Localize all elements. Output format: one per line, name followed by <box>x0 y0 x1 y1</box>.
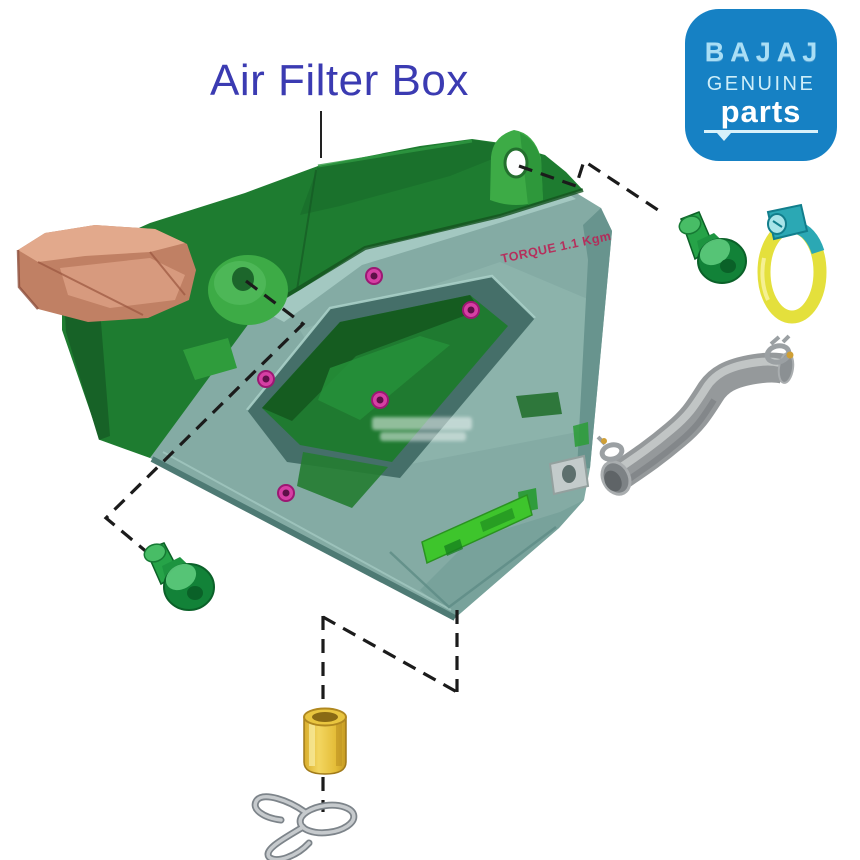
bajaj-logo: BAJAJ GENUINE parts <box>685 9 837 161</box>
pipe-clamp-upper <box>764 334 794 365</box>
leader-boss-to-screw <box>103 279 306 555</box>
logo-parts: parts <box>720 94 802 129</box>
metal-bracket <box>548 454 590 496</box>
logo-arrow-icon <box>717 133 731 141</box>
logo-brand: BAJAJ <box>704 37 824 67</box>
leader-drain-diagonal <box>322 615 458 694</box>
mounting-ear <box>490 130 543 205</box>
screw-dot <box>365 267 383 285</box>
wire-clip <box>251 793 358 860</box>
hose-clamp <box>757 203 827 324</box>
air-filter-box: TORQUE 1.1 Kgm <box>16 130 613 621</box>
brass-spacer <box>303 707 347 775</box>
leader-ear-to-screw <box>518 158 662 214</box>
box-bottom-face <box>420 500 584 618</box>
screw-dot <box>462 301 480 319</box>
filter-window <box>246 274 536 478</box>
watermark <box>372 417 472 441</box>
mounting-boss <box>208 255 288 325</box>
pipe-clamp-lower <box>596 435 625 462</box>
logo-underline <box>704 130 818 141</box>
page-title: Air Filter Box <box>210 56 469 105</box>
screw-dot <box>277 484 295 502</box>
screw-dot <box>257 370 275 388</box>
intake-snorkel <box>16 225 196 322</box>
box-upper-green <box>62 139 583 458</box>
screw-dot <box>371 391 389 409</box>
breather-pipe <box>596 334 795 496</box>
flange-screw-right <box>678 211 747 284</box>
screw-points <box>257 267 480 502</box>
flange-screw-left <box>143 542 215 611</box>
barcode-label <box>421 493 533 565</box>
logo-genuine: GENUINE <box>706 73 816 95</box>
